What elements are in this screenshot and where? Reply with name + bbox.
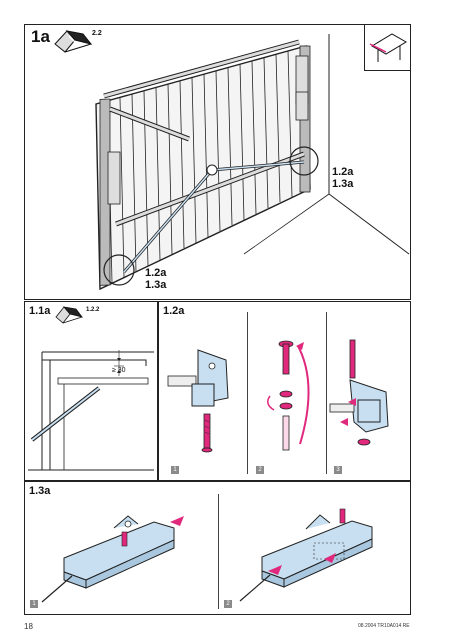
step-1-2a-3: 3	[334, 466, 342, 474]
bracket-fitting-drawing	[167, 349, 229, 453]
manual-icon	[54, 30, 93, 53]
divider-2	[326, 312, 327, 474]
panel-1-2a	[158, 301, 411, 481]
panel-1-3a	[24, 481, 411, 615]
callout-bottom-2: 1.3a	[145, 279, 167, 291]
panel-1-1a	[24, 301, 158, 481]
step-1-2a-1: 1	[171, 466, 179, 474]
manual-icon-small	[55, 306, 83, 324]
callout-right-2: 1.3a	[332, 178, 354, 190]
panel-1a	[24, 24, 411, 300]
dimension-label: ≥ 30	[112, 367, 126, 374]
bracket-assembled-drawing	[329, 339, 389, 446]
callout-right-1: 1.2a	[332, 166, 354, 178]
panel-1-1a-ref-badge: 1.2.2	[86, 307, 100, 313]
divider-1	[247, 312, 248, 474]
panel-1a-label: 1a	[31, 27, 50, 46]
page-number: 18	[24, 622, 33, 631]
corner-reference-box	[364, 24, 411, 71]
footer-code: 08.2004 TR10A014 RE	[358, 623, 410, 629]
opening-reference-icon	[369, 33, 407, 62]
callout-bottom-1: 1.2a	[145, 267, 167, 279]
step-1-3a-2: 2	[224, 600, 232, 608]
header-section-drawing	[28, 350, 154, 471]
connector-fitting-drawing-1	[41, 515, 184, 603]
step-1-2a-2: 2	[256, 466, 264, 474]
bolt-assembly-drawing	[267, 340, 310, 451]
panel-1-1a-label: 1.1a	[29, 305, 51, 317]
garage-door-drawing	[95, 34, 410, 291]
manual-ref-badge: 2.2	[92, 30, 102, 37]
step-1-3a-1: 1	[30, 600, 38, 608]
panel-1-3a-label: 1.3a	[29, 485, 51, 497]
connector-fitting-drawing-2	[239, 508, 373, 602]
panel-1-2a-label: 1.2a	[163, 305, 185, 317]
divider-3	[218, 494, 219, 609]
